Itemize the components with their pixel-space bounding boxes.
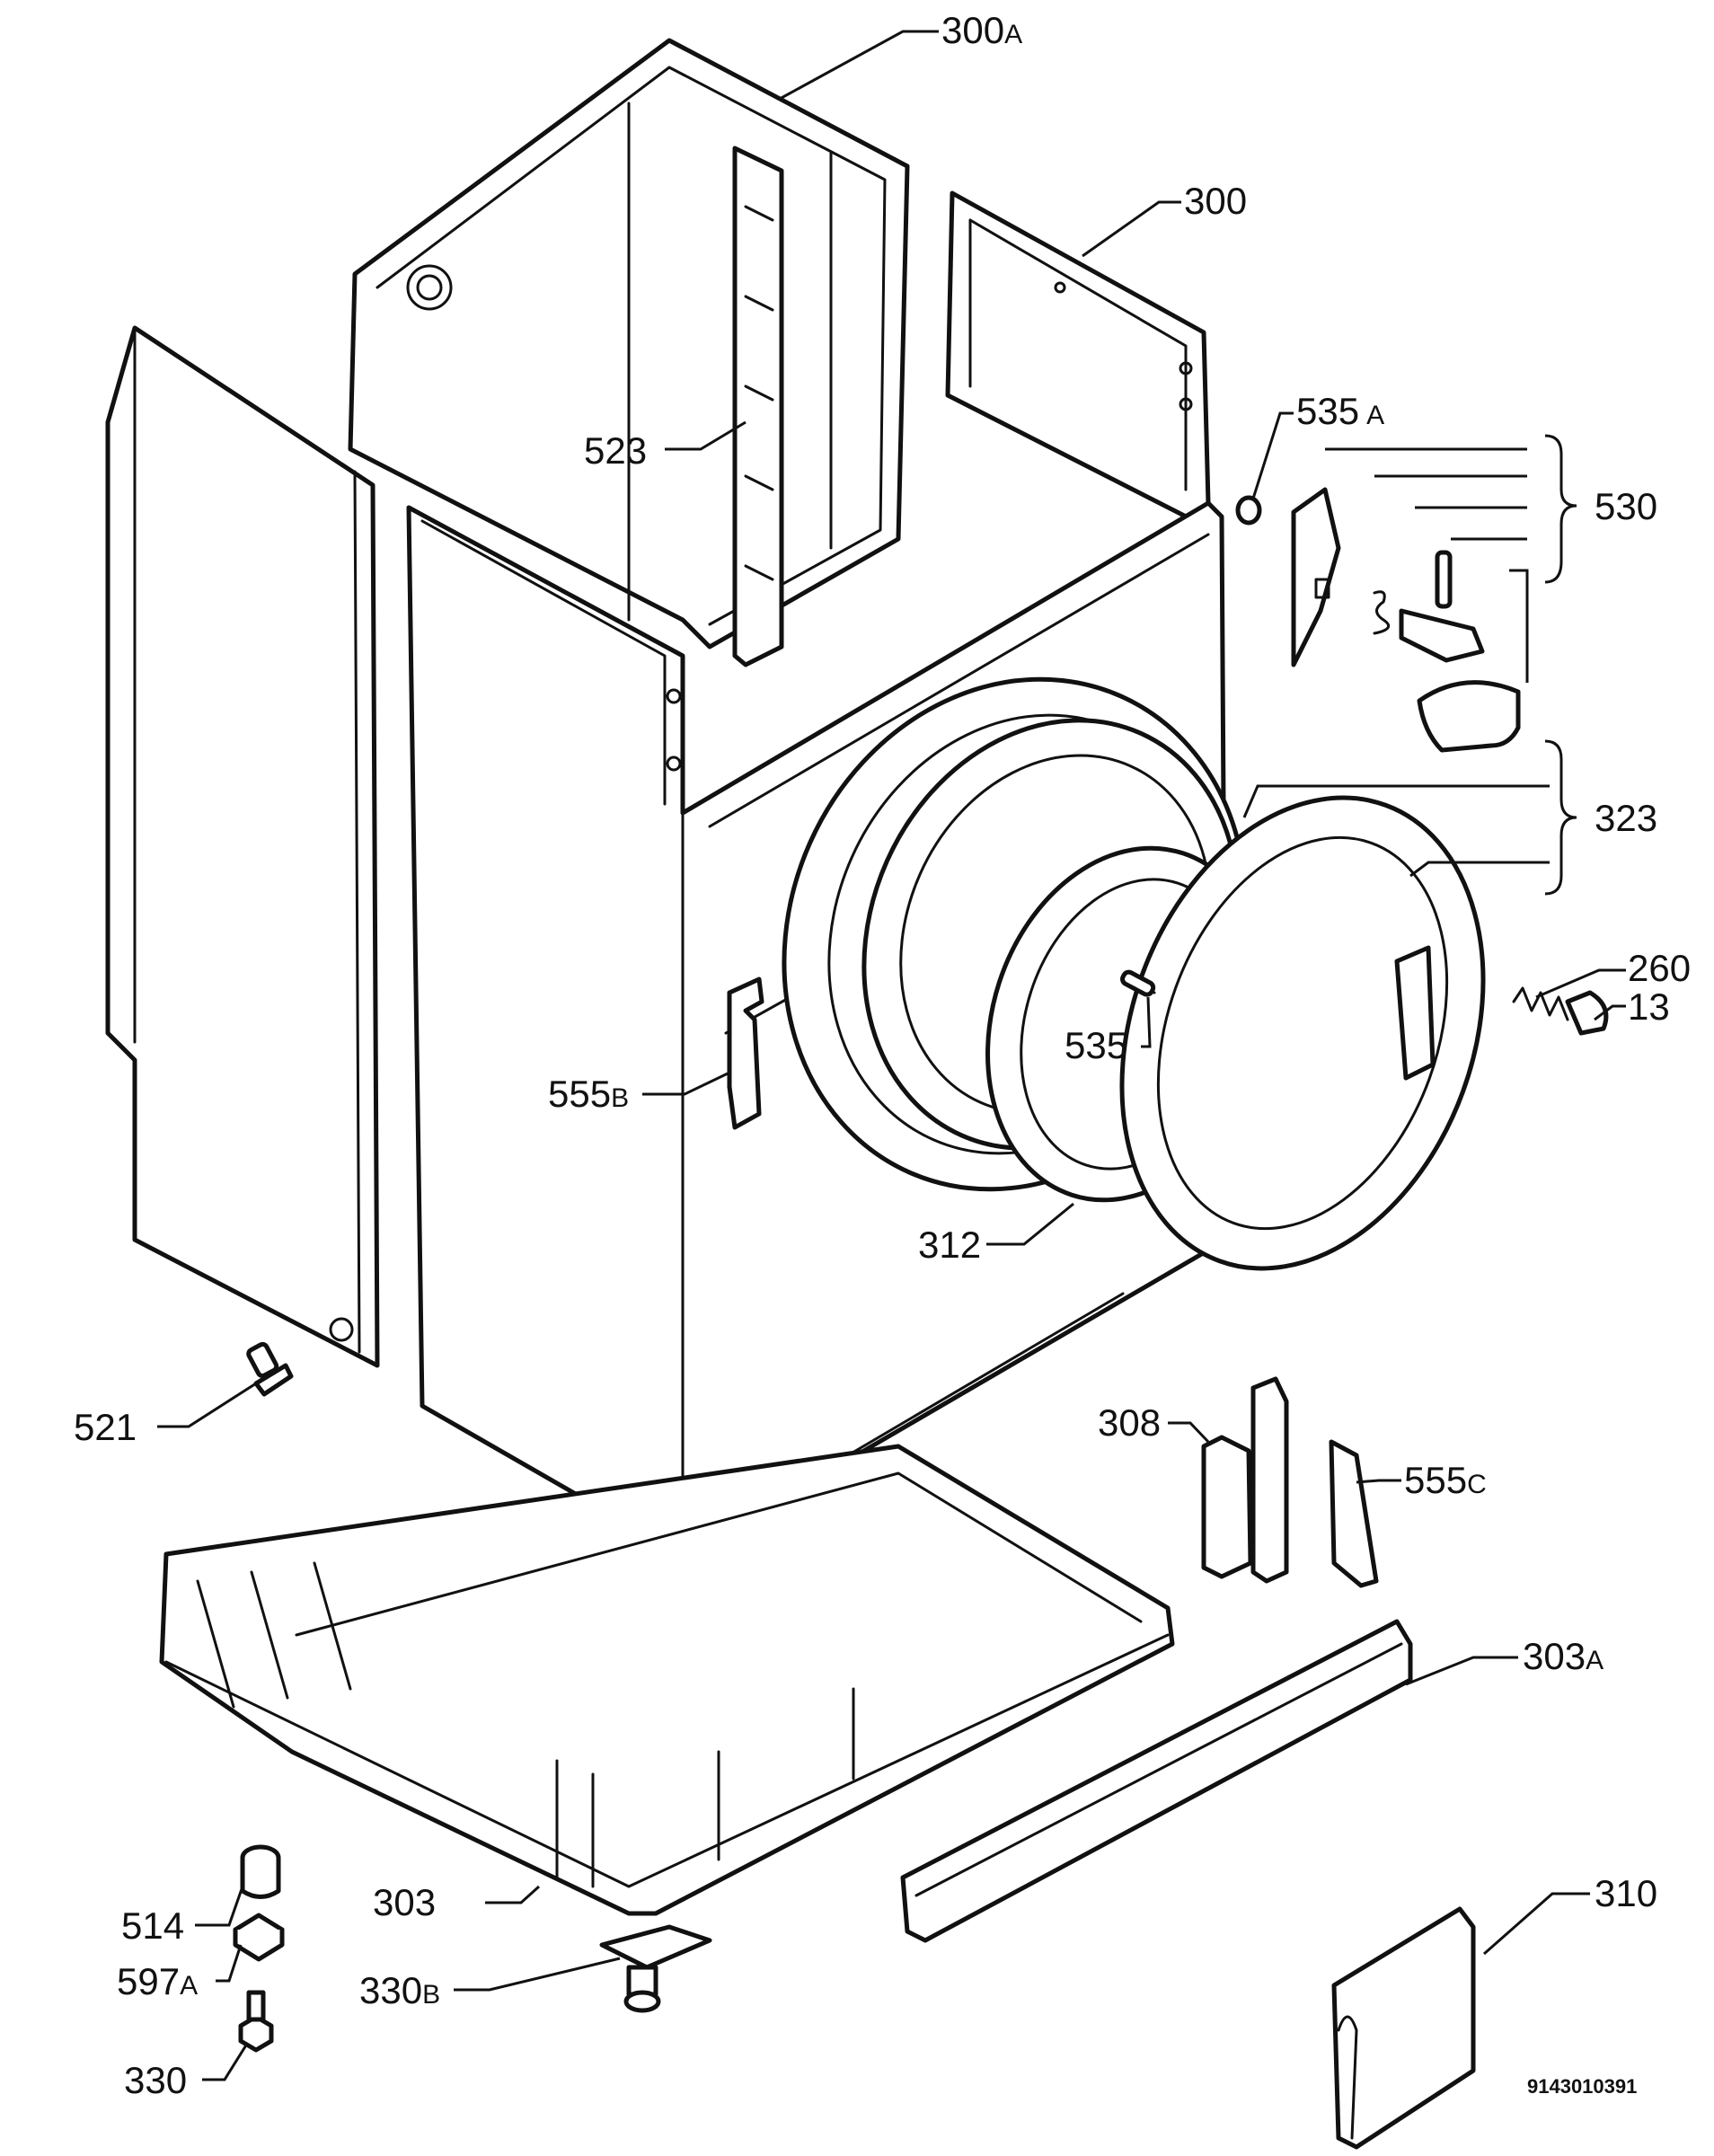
door-handle-lever [1399, 608, 1485, 663]
door-handle-cap [1235, 495, 1262, 526]
part-label-260: 260 [1628, 947, 1691, 989]
part-label-514: 514 [121, 1904, 184, 1947]
bracket-530 [1544, 434, 1577, 584]
cabinet-plinth [900, 1619, 1413, 1943]
part-label-523: 523 [584, 429, 647, 472]
part-label-303: 303 [373, 1881, 436, 1923]
part-label-323: 323 [1595, 797, 1657, 839]
service-flap [1331, 1906, 1476, 2150]
part-label-312: 312 [918, 1224, 981, 1266]
door-handle-plate [1291, 487, 1341, 667]
part-label-300a: 300A [941, 9, 1022, 51]
hinge-block [1201, 1376, 1289, 1584]
part-label-555c: 555C [1404, 1459, 1487, 1501]
door-handle-spring [1373, 590, 1391, 635]
door-outer-ring [1119, 795, 1486, 1271]
cabinet-rear-slotted-bracket [732, 146, 784, 667]
cage-nut [233, 1913, 285, 1962]
part-label-310: 310 [1595, 1872, 1657, 1914]
part-label-597a: 597A [117, 1960, 198, 2002]
bracket-323 [1544, 739, 1577, 896]
door-handle-pin [1435, 550, 1453, 609]
cabinet-right-side-frame [945, 190, 1211, 524]
part-label-555b: 555B [548, 1073, 629, 1115]
part-label-330: 330 [124, 2059, 187, 2101]
leader-lines [157, 30, 1626, 2081]
cabinet-handle-recess [727, 976, 764, 1130]
hinge-cover [1329, 1439, 1379, 1588]
part-label-303a: 303A [1523, 1635, 1604, 1677]
cabinet-base-frame [159, 1444, 1175, 1916]
document-number: 9143010391 [1527, 2075, 1637, 2098]
adjustable-foot [599, 1924, 712, 2013]
cabinet-screw [246, 1341, 294, 1397]
part-label-308: 308 [1098, 1401, 1161, 1444]
foot-bolt [240, 1844, 281, 1899]
part-label-530: 530 [1595, 485, 1657, 527]
door-pin [1120, 969, 1156, 997]
part-label-300: 300 [1184, 180, 1247, 222]
cabinet-left-side-panel [105, 325, 380, 1368]
part-label-13: 13 [1628, 985, 1670, 1028]
adjusting-screw [238, 1990, 274, 2053]
door-stop-cap [1565, 990, 1609, 1036]
door-handle-grip [1417, 680, 1521, 753]
part-label-535: 535 [1065, 1024, 1127, 1066]
door-spring [1512, 986, 1569, 1021]
part-label-330b: 330B [359, 1969, 440, 2011]
part-label-521: 521 [74, 1406, 137, 1448]
